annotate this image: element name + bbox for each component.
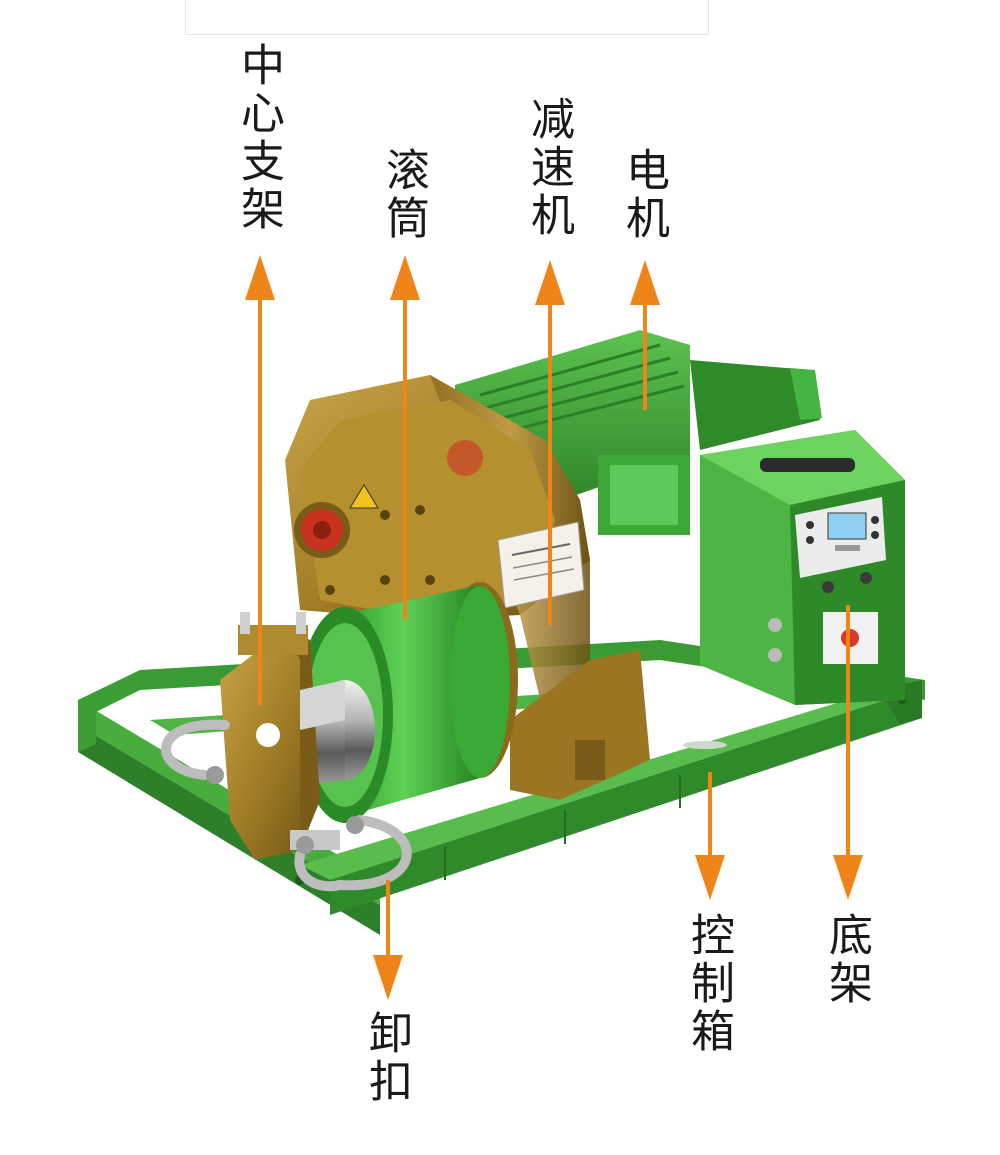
arrow-shackle	[373, 880, 403, 1000]
arrow-reducer	[535, 260, 565, 625]
top-frame-decoration	[185, 0, 709, 35]
label-reducer: 减速机	[523, 96, 574, 240]
label-control-box: 控制箱	[683, 912, 734, 1056]
arrow-center-bracket	[245, 255, 275, 705]
label-shackle: 卸扣	[361, 1010, 412, 1106]
label-motor: 电机	[618, 147, 669, 243]
label-base-frame: 底架	[821, 912, 872, 1008]
label-center-bracket: 中心支架	[233, 42, 284, 234]
arrow-motor	[630, 260, 660, 410]
drum	[297, 582, 518, 823]
arrow-drum	[390, 255, 420, 620]
arrow-base-frame	[833, 605, 863, 900]
label-drum: 滚筒	[378, 147, 429, 243]
shackle-pins	[206, 766, 364, 854]
control-box	[700, 430, 905, 705]
reducer-housing	[285, 375, 650, 800]
shackles	[161, 719, 412, 892]
arrow-control-box	[695, 772, 725, 900]
